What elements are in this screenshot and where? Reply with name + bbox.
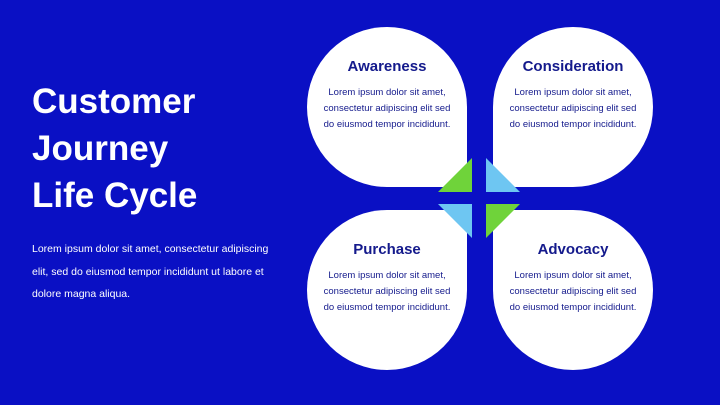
stage-title: Advocacy bbox=[537, 241, 609, 258]
triangle-blue-top-right bbox=[486, 158, 520, 192]
slide-title: Customer Journey Life Cycle bbox=[32, 78, 292, 219]
title-line-2: Journey bbox=[32, 129, 169, 168]
stage-body: Lorem ipsum dolor sit amet, consectetur … bbox=[323, 270, 451, 313]
triangle-blue-bottom-left bbox=[438, 204, 472, 238]
stage-card-purchase: Purchase Lorem ipsum dolor sit amet, con… bbox=[307, 210, 467, 370]
stage-title: Purchase bbox=[353, 241, 421, 258]
triangle-green-bottom-right bbox=[486, 204, 520, 238]
stage-card-awareness: Awareness Lorem ipsum dolor sit amet, co… bbox=[307, 27, 467, 187]
intro-text: Lorem ipsum dolor sit amet, consectetur … bbox=[32, 243, 269, 300]
stage-body: Lorem ipsum dolor sit amet, consectetur … bbox=[509, 270, 637, 313]
stage-title: Awareness bbox=[347, 58, 427, 75]
title-line-3: Life Cycle bbox=[32, 176, 198, 215]
stage-card-advocacy: Advocacy Lorem ipsum dolor sit amet, con… bbox=[493, 210, 653, 370]
stage-title: Consideration bbox=[522, 58, 624, 75]
stage-card-consideration: Consideration Lorem ipsum dolor sit amet… bbox=[493, 27, 653, 187]
center-triangles-decoration bbox=[438, 158, 520, 238]
stage-body: Lorem ipsum dolor sit amet, consectetur … bbox=[509, 87, 637, 130]
stage-body: Lorem ipsum dolor sit amet, consectetur … bbox=[323, 87, 451, 130]
triangle-green-top-left bbox=[438, 158, 472, 192]
title-line-1: Customer bbox=[32, 82, 196, 121]
